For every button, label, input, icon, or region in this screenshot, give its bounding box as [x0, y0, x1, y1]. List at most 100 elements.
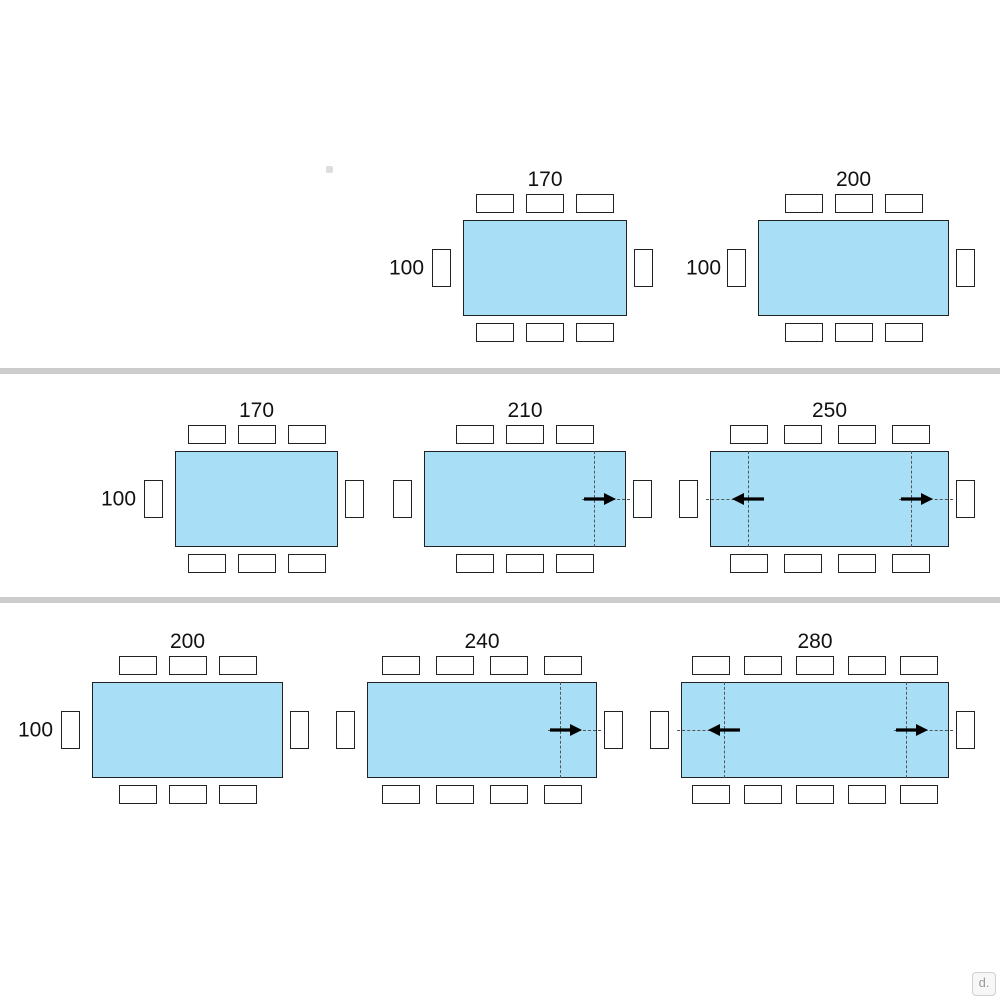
chair-head-right: [604, 711, 623, 749]
extension-axis-line: [677, 730, 736, 731]
table-width-label: 250: [811, 399, 848, 422]
chair-head-right: [956, 711, 975, 749]
chair-head-right: [633, 480, 652, 518]
chair-bottom: [436, 785, 474, 804]
chair-top: [900, 656, 938, 675]
chair-top: [784, 194, 823, 213]
chair-top: [848, 656, 886, 675]
chair-head-right: [634, 249, 653, 287]
chair-bottom: [456, 554, 494, 573]
chair-head-right: [290, 711, 309, 749]
chair-bottom: [729, 554, 768, 573]
chair-bottom: [891, 554, 930, 573]
chair-bottom: [544, 785, 582, 804]
watermark-logo: d.: [972, 972, 996, 996]
chair-top: [187, 425, 226, 444]
chair-top: [382, 656, 420, 675]
arrow-right-icon: [582, 491, 618, 507]
chair-bottom: [834, 323, 873, 342]
chair-top: [506, 425, 544, 444]
chair-bottom: [506, 554, 544, 573]
chair-head-left: [650, 711, 669, 749]
chair-head-left: [679, 480, 698, 518]
chair-head-left: [61, 711, 80, 749]
table-top: [463, 220, 627, 316]
chair-top: [556, 425, 594, 444]
chair-top: [692, 656, 730, 675]
arrow-left-icon: [706, 722, 742, 738]
chair-top: [837, 425, 876, 444]
chair-head-right: [956, 249, 975, 287]
chair-bottom: [168, 785, 207, 804]
arrow-right-icon: [894, 722, 930, 738]
chair-top: [729, 425, 768, 444]
chair-head-right: [956, 480, 975, 518]
table-top: [92, 682, 283, 778]
chair-head-right: [345, 480, 364, 518]
chair-bottom: [744, 785, 782, 804]
chair-bottom: [784, 323, 823, 342]
chair-bottom: [218, 785, 257, 804]
chair-top: [490, 656, 528, 675]
chair-head-left: [393, 480, 412, 518]
chair-top: [476, 194, 514, 213]
row-divider: [0, 597, 1000, 603]
table-depth-label: 100: [686, 256, 722, 280]
chair-bottom: [783, 554, 822, 573]
table-width-label: 170: [238, 399, 275, 422]
speck: [326, 166, 333, 173]
chair-bottom: [692, 785, 730, 804]
table-width-label: 210: [507, 399, 543, 422]
row-divider: [0, 368, 1000, 374]
chair-top: [834, 194, 873, 213]
chair-top: [544, 656, 582, 675]
table-top: [175, 451, 338, 547]
arrow-left-icon: [730, 491, 766, 507]
chair-top: [237, 425, 276, 444]
chair-head-left: [144, 480, 163, 518]
chair-bottom: [848, 785, 886, 804]
chair-top: [168, 656, 207, 675]
table-depth-label: 100: [389, 256, 425, 280]
arrow-right-icon: [548, 722, 584, 738]
arrow-right-icon: [899, 491, 935, 507]
table-depth-label: 100: [101, 487, 137, 511]
chair-bottom: [476, 323, 514, 342]
chair-top: [744, 656, 782, 675]
chair-bottom: [490, 785, 528, 804]
chair-bottom: [796, 785, 834, 804]
chair-bottom: [576, 323, 614, 342]
chair-top: [436, 656, 474, 675]
table-depth-label: 100: [18, 718, 54, 742]
chair-top: [783, 425, 822, 444]
table-width-label: 200: [169, 630, 206, 653]
chair-top: [576, 194, 614, 213]
chair-bottom: [118, 785, 157, 804]
chair-bottom: [382, 785, 420, 804]
table-width-label: 170: [527, 168, 563, 191]
chair-head-left: [432, 249, 451, 287]
chair-bottom: [237, 554, 276, 573]
chair-head-left: [727, 249, 746, 287]
chair-top: [526, 194, 564, 213]
chair-bottom: [187, 554, 226, 573]
chair-bottom: [900, 785, 938, 804]
chair-bottom: [526, 323, 564, 342]
chair-top: [218, 656, 257, 675]
chair-head-left: [336, 711, 355, 749]
chair-bottom: [556, 554, 594, 573]
table-width-label: 240: [464, 630, 500, 653]
chair-bottom: [837, 554, 876, 573]
chair-top: [796, 656, 834, 675]
chair-top: [891, 425, 930, 444]
chair-bottom: [884, 323, 923, 342]
chair-bottom: [287, 554, 326, 573]
table-width-label: 200: [835, 168, 872, 191]
chair-top: [456, 425, 494, 444]
chair-top: [884, 194, 923, 213]
table-top: [758, 220, 949, 316]
chair-top: [118, 656, 157, 675]
table-width-label: 280: [797, 630, 833, 653]
chair-top: [287, 425, 326, 444]
